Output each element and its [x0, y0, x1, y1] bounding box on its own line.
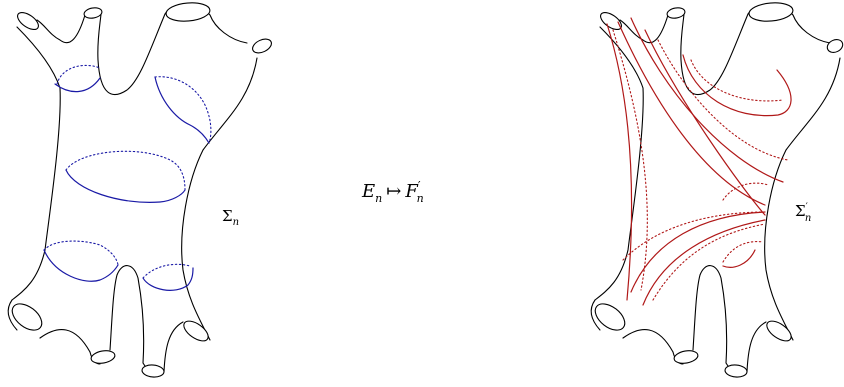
- right-bottom-cuff-3: [724, 364, 748, 378]
- left-dotted-middle-arc: [65, 150, 186, 191]
- map-codomain-main: F: [404, 181, 419, 202]
- left-top-cuff-3: [165, 2, 211, 22]
- left-label-main: Σ: [222, 207, 233, 225]
- right-bottom-cuff-2: [673, 350, 699, 364]
- left-top-cuff-4: [252, 38, 272, 54]
- left-curve-bottom-left-arc: [43, 249, 119, 282]
- right-curve-6: [630, 211, 766, 293]
- right-dotted-5: [652, 223, 766, 301]
- right-curve-1: [606, 23, 633, 301]
- right-curve-2: [617, 21, 766, 206]
- right-bottom-cuff-1: [594, 303, 626, 331]
- right-dotted-3: [690, 59, 784, 102]
- right-curve-8: [722, 249, 756, 268]
- left-label-sub: n: [233, 217, 239, 228]
- right-curve-7: [642, 219, 766, 306]
- map-arrow: ↦: [386, 181, 401, 202]
- map-codomain-sup: ′: [418, 179, 421, 193]
- left-curve-right-arc: [154, 76, 210, 144]
- left-bottom-cuff-4: [183, 320, 209, 342]
- right-top-cuff-2: [666, 7, 686, 19]
- left-surface-label: Σn: [222, 207, 239, 228]
- map-label: En↦F′n: [361, 179, 424, 205]
- left-surface: Σn: [7, 2, 272, 378]
- right-label-sub: n: [805, 213, 811, 224]
- left-dotted-top-arc: [56, 64, 101, 85]
- left-bottom-cuff-2: [90, 350, 116, 364]
- right-bottom-cuff-4: [766, 320, 792, 342]
- left-curve-bottom-right-arc: [142, 267, 194, 291]
- right-top-cuff-3: [748, 2, 794, 22]
- left-dotted-bottom-right-arc: [142, 263, 191, 279]
- right-lower-left-lobe: [590, 299, 601, 331]
- left-curves: [43, 64, 212, 291]
- left-dotted-bottom-left-arc: [43, 240, 119, 266]
- right-curves: [606, 17, 792, 306]
- left-top-cuff-2: [83, 7, 103, 19]
- right-surface-label: Σ′n: [795, 202, 811, 224]
- right-surface-outline: [594, 13, 841, 373]
- left-bottom-cuff-3: [141, 364, 165, 378]
- right-dotted-6: [722, 241, 764, 263]
- left-curve-top-arc: [54, 77, 101, 93]
- right-dotted-4: [622, 211, 766, 261]
- right-surface: Σ′n: [590, 2, 844, 378]
- left-bottom-cuff-1: [11, 303, 43, 331]
- right-dotted-7: [722, 182, 769, 201]
- left-curve-middle-arc: [65, 169, 186, 203]
- right-label-sup: ′: [806, 202, 809, 213]
- map-domain-main: E: [361, 181, 375, 202]
- left-surface-outline: [11, 13, 258, 373]
- map-codomain-sub: n: [417, 192, 424, 205]
- right-curve-5: [682, 54, 792, 117]
- right-curve-3: [630, 17, 784, 183]
- left-lower-left-lobe: [7, 299, 18, 331]
- left-top-cuff-1: [17, 11, 39, 31]
- right-dotted-2: [657, 39, 789, 161]
- right-top-cuff-4: [826, 39, 844, 53]
- map-domain-sub: n: [375, 192, 382, 205]
- left-dotted-right-arc: [154, 76, 212, 144]
- right-curve-4: [644, 29, 766, 216]
- right-dotted-1: [612, 29, 648, 291]
- right-label-main: Σ: [795, 202, 806, 220]
